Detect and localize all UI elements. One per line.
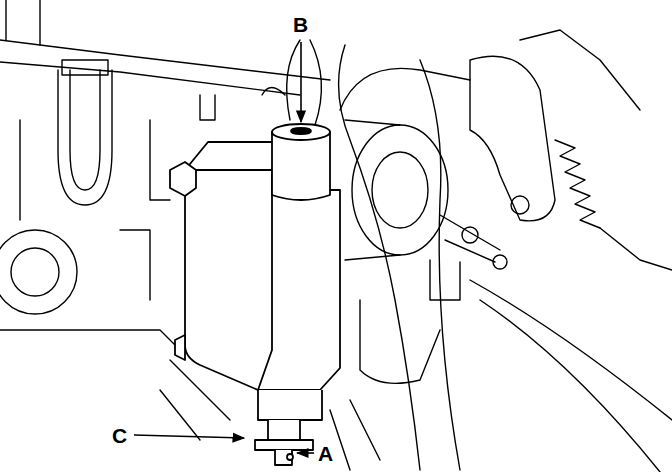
leader-arrow	[297, 452, 314, 454]
callout-letter: B	[293, 14, 308, 35]
callout-letter: C	[112, 425, 127, 446]
callout-letter: A	[318, 443, 333, 464]
leader-arrow	[300, 42, 302, 122]
leader-arrow	[134, 435, 244, 438]
